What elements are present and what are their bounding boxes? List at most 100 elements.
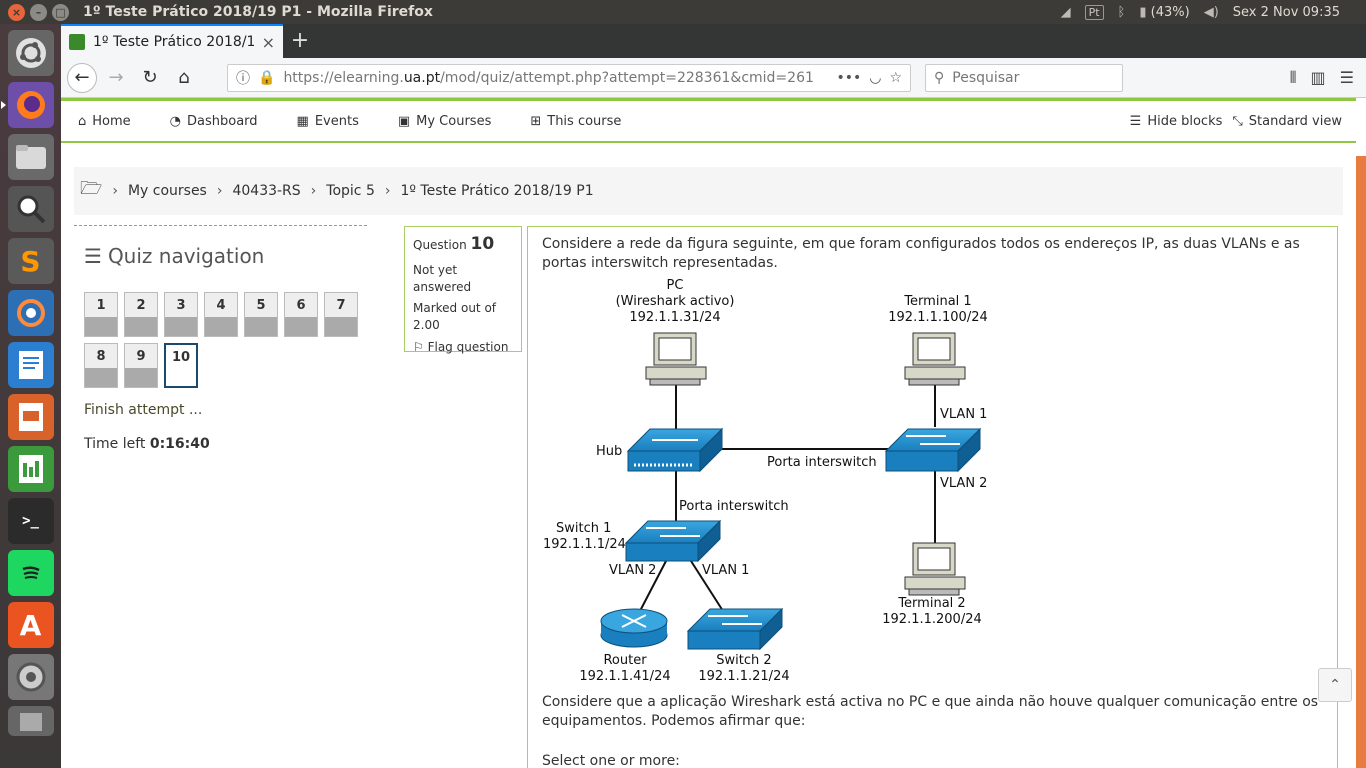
- pc-note-label: (Wireshark activo): [616, 294, 735, 309]
- tab-title: 1º Teste Prático 2018/19 P1: [93, 34, 254, 50]
- question-button[interactable]: 3: [164, 292, 198, 337]
- question-button[interactable]: 7: [324, 292, 358, 337]
- flag-question-button[interactable]: ⚐ Flag question: [413, 339, 509, 354]
- back-button[interactable]: ←: [67, 62, 97, 93]
- finish-attempt-link[interactable]: Finish attempt ...: [84, 402, 203, 418]
- breadcrumb-item-current[interactable]: 1º Teste Prático 2018/19 P1: [400, 183, 594, 199]
- question-button[interactable]: 6: [284, 292, 318, 337]
- time-left: Time left 0:16:40: [84, 436, 210, 452]
- router-name-label: Router: [603, 653, 647, 668]
- folder-open-icon[interactable]: 🗁: [80, 178, 103, 199]
- bars-icon[interactable]: ☰: [84, 244, 102, 268]
- nav-events[interactable]: ▦Events: [296, 113, 359, 129]
- terminal2-device-icon: [904, 542, 966, 596]
- spotify-icon[interactable]: [7, 550, 54, 596]
- close-tab-icon[interactable]: ×: [261, 32, 275, 52]
- trash-icon[interactable]: [7, 706, 54, 736]
- question-button[interactable]: 9: [124, 343, 158, 388]
- breadcrumb-item[interactable]: My courses: [127, 183, 207, 199]
- switch2-device-icon: [686, 607, 784, 651]
- maximize-window-button[interactable]: □: [52, 3, 69, 21]
- sidebar-icon[interactable]: ▥: [1310, 67, 1326, 87]
- ubuntu-dash-icon[interactable]: [7, 30, 54, 76]
- toolbar-right: ⫴ ▥ ☰: [1290, 68, 1354, 88]
- clock[interactable]: Sex 2 Nov 09:35: [1232, 4, 1340, 20]
- vlan1-switch2-label: VLAN 1: [702, 563, 749, 578]
- page-actions-icon[interactable]: •••: [836, 69, 862, 86]
- url-text[interactable]: https://elearning.ua.pt/mod/quiz/attempt…: [283, 69, 814, 86]
- nav-dashboard[interactable]: ◔Dashboard: [169, 113, 258, 129]
- info-icon[interactable]: ⓘ: [236, 70, 250, 87]
- close-window-button[interactable]: ×: [8, 3, 25, 21]
- search-bar[interactable]: ⚲ Pesquisar: [925, 63, 1123, 92]
- browser-tab[interactable]: 1º Teste Prático 2018/19 P1 ×: [61, 24, 283, 58]
- question-button[interactable]: 8: [84, 343, 118, 388]
- forward-button[interactable]: →: [108, 67, 124, 88]
- lock-icon[interactable]: 🔒: [258, 69, 276, 86]
- flag-icon: ⚐: [413, 339, 424, 354]
- home-icon: ⌂: [78, 113, 87, 129]
- pocket-icon[interactable]: ◡: [869, 69, 882, 86]
- reload-button[interactable]: ↻: [142, 67, 158, 88]
- breadcrumb-item[interactable]: 40433-RS: [232, 183, 301, 199]
- question-button[interactable]: 4: [204, 292, 238, 337]
- question-button-current[interactable]: 10: [164, 343, 198, 388]
- impress-icon[interactable]: [7, 394, 54, 440]
- settings-icon[interactable]: [7, 654, 54, 700]
- input-method-indicator[interactable]: Pt: [1084, 4, 1104, 20]
- writer-icon[interactable]: [7, 342, 54, 388]
- software-center-icon[interactable]: A: [7, 602, 54, 648]
- page-scrollbar[interactable]: [1356, 156, 1366, 768]
- briefcase-icon: ▣: [397, 113, 411, 129]
- terminal1-ip-label: 192.1.1.100/24: [888, 310, 988, 325]
- firefox-icon[interactable]: [0, 82, 54, 128]
- url-bar[interactable]: ⓘ 🔒 https://elearning.ua.pt/mod/quiz/att…: [227, 63, 911, 92]
- question-prompt: Considere que a aplicação Wireshark está…: [542, 694, 1319, 729]
- bookmark-star-icon[interactable]: ☆: [889, 69, 902, 86]
- volume-icon[interactable]: ◀): [1203, 4, 1219, 20]
- search-app-icon[interactable]: [7, 186, 54, 232]
- network-diagram: PC (Wireshark activo) 192.1.1.31/24 Term…: [543, 278, 988, 684]
- launcher: S >_ A: [0, 24, 61, 768]
- pc-name-label: PC: [667, 278, 684, 293]
- select-label: Select one or more:: [542, 753, 680, 768]
- home-button[interactable]: ⌂: [178, 67, 190, 88]
- browser-toolbar: ← → ↻ ⌂ ⓘ 🔒 https://elearning.ua.pt/mod/…: [61, 58, 1366, 98]
- switch1-device-icon: [624, 519, 722, 563]
- menu-icon[interactable]: ☰: [1339, 67, 1354, 87]
- search-input[interactable]: Pesquisar: [952, 69, 1020, 86]
- app-icon[interactable]: [7, 290, 54, 336]
- switch1-ip-label: 192.1.1.1/24: [543, 537, 626, 552]
- wifi-icon[interactable]: ◢: [1060, 4, 1071, 20]
- question-grade: Marked out of 2.00: [413, 301, 497, 333]
- question-button[interactable]: 1: [84, 292, 118, 337]
- pc-ip-label: 192.1.1.31/24: [629, 310, 720, 325]
- terminal-icon[interactable]: >_: [7, 498, 54, 544]
- window-controls: × – □: [8, 3, 69, 21]
- os-top-panel: × – □ 1º Teste Prático 2018/19 P1 - Mozi…: [0, 0, 1366, 24]
- standard-view-button[interactable]: ⤡Standard view: [1232, 113, 1342, 129]
- search-icon: ⚲: [934, 69, 945, 86]
- nav-my-courses[interactable]: ▣My Courses: [397, 113, 492, 129]
- sitemap-icon: ⊞: [530, 113, 542, 129]
- scroll-to-top-button[interactable]: ⌃: [1318, 668, 1352, 702]
- nav-this-course[interactable]: ⊞This course: [530, 113, 622, 129]
- battery-indicator[interactable]: ▮ (43%): [1139, 4, 1190, 20]
- sublime-text-icon[interactable]: S: [7, 238, 54, 284]
- router-device-icon: [600, 608, 668, 648]
- question-button[interactable]: 5: [244, 292, 278, 337]
- breadcrumb-item[interactable]: Topic 5: [326, 183, 375, 199]
- files-icon[interactable]: [7, 134, 54, 180]
- question-button[interactable]: 2: [124, 292, 158, 337]
- hide-blocks-button[interactable]: ☰Hide blocks: [1129, 113, 1223, 129]
- library-icon[interactable]: ⫴: [1289, 67, 1297, 87]
- trunk-label-top: Porta interswitch: [767, 455, 877, 470]
- switch1-name-label: Switch 1: [556, 521, 611, 536]
- new-tab-button[interactable]: +: [290, 28, 310, 53]
- breadcrumb: 🗁 › My courses › 40433-RS › Topic 5 › 1º…: [74, 167, 1343, 215]
- calc-icon[interactable]: [7, 446, 54, 492]
- hub-label: Hub: [596, 444, 622, 459]
- minimize-window-button[interactable]: –: [30, 3, 47, 21]
- bluetooth-icon[interactable]: ᛒ: [1117, 4, 1126, 20]
- nav-home[interactable]: ⌂Home: [78, 113, 131, 129]
